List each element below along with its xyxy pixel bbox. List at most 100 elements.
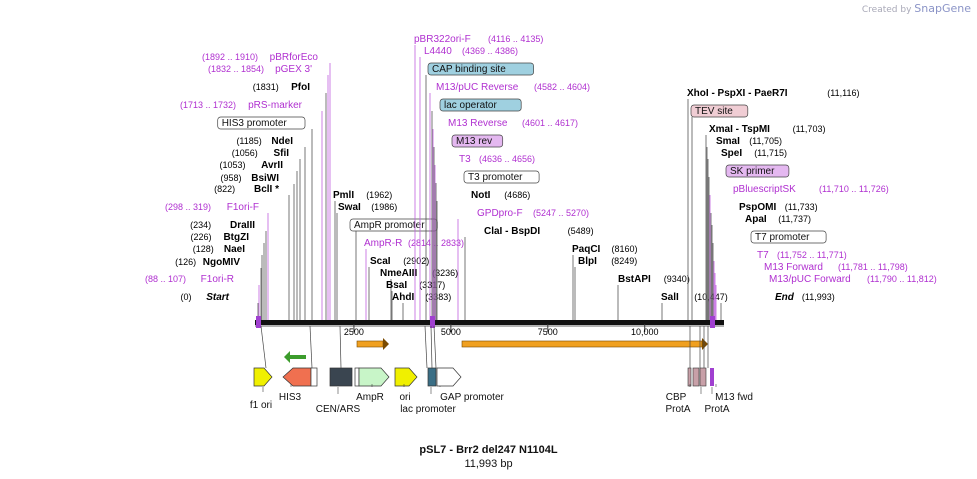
prota-glyph-2 [699, 367, 707, 387]
label-range: (1986) [371, 202, 397, 212]
label-range: (8249) [611, 256, 637, 266]
feature-box [463, 170, 540, 184]
label-range: (11,705) [749, 136, 782, 146]
label-name: BtgZI [223, 232, 249, 243]
mcs-primer-mark [710, 316, 715, 328]
feature-label-ori: ori [399, 392, 410, 403]
label-name: PfoI [291, 82, 310, 93]
map-label-f1ori-r: F1ori-R (88 .. 107) [145, 274, 260, 320]
feature-leader [433, 325, 437, 369]
map-label-blpi: BlpI(8249) [574, 256, 637, 320]
feature-label-cbp: CBP [666, 392, 687, 403]
label-range: (5247 .. 5270) [533, 208, 589, 218]
label-name: PmlI [333, 190, 354, 201]
map-label-lac-operator: lac operator [431, 98, 522, 320]
label-name: ScaI [370, 256, 391, 267]
orf-arrow-gap [461, 340, 703, 348]
map-label-prs-marker: pRS-marker(1713 .. 1732) [180, 100, 323, 320]
map-label-m13-forward: M13 Forward(11,781 .. 11,798) [714, 262, 908, 320]
map-label-xmai-tspmi: XmaI - TspMI(11,703) [705, 124, 826, 320]
label-range: (128) [193, 244, 214, 254]
feature-label-cen-ars: CEN/ARS [316, 404, 361, 415]
tick-label: 10,000 [631, 327, 659, 337]
feature-leader [309, 325, 313, 369]
label-name: NdeI [271, 136, 293, 147]
map-label-swai: SwaI(1986) [336, 202, 397, 320]
map-label-sali: SalI(10,447) [661, 292, 728, 320]
label-range: (11,715) [754, 148, 787, 158]
m13-fwd-glyph [710, 368, 714, 386]
label-name: T7 [757, 250, 769, 261]
label-range: (1053) [219, 160, 245, 170]
lac-promoter-glyph [427, 367, 437, 387]
label-range: (11,790 .. 11,812) [867, 274, 937, 284]
feature-box-label: T3 promoter [468, 172, 523, 183]
label-range: (11,993) [802, 292, 835, 302]
label-range: (1185) [236, 136, 261, 146]
label-range: (4636 .. 4656) [479, 154, 535, 164]
feature-leader [424, 325, 428, 369]
feature-leader [339, 325, 342, 369]
label-range: (9340) [664, 274, 690, 284]
map-label-m13-reverse: M13 Reverse(4601 .. 4617) [432, 118, 578, 320]
map-label-sk-primer: SK primer [708, 164, 790, 320]
label-range: (2902) [403, 256, 429, 266]
map-label-ndei: NdeI (1185) [236, 136, 306, 320]
feature-label-his3: HIS3 [279, 392, 302, 403]
label-range: (822) [214, 184, 235, 194]
feature-box [690, 104, 749, 118]
label-range: (1056) [232, 148, 258, 158]
map-label-ngomiv: NgoMIV(126) [175, 257, 262, 320]
map-label-ampr-r: AmpR-R(2814 .. 2833) [364, 238, 464, 320]
label-range: (11,703) [793, 124, 826, 134]
sequence-length: 11,993 bp [464, 458, 513, 470]
label-range: (1962) [366, 190, 392, 200]
label-name: PspOMI [739, 202, 776, 213]
map-label-btgzi: BtgZI(226) [190, 232, 265, 320]
gap-promoter-glyph [436, 367, 462, 387]
label-name: F1ori-R [201, 274, 234, 285]
label-name: NmeAIII [380, 268, 417, 279]
tick-label: 7500 [538, 327, 558, 337]
cbp-glyph [687, 367, 692, 387]
label-range: (126) [175, 257, 196, 267]
label-name: T3 [459, 154, 471, 165]
map-label-t3-promoter: T3 promoter [435, 170, 540, 320]
label-name: M13/pUC Forward [769, 274, 851, 285]
orf-arrow-head [702, 338, 708, 350]
label-name: pBR322ori-F [414, 34, 471, 45]
label-name: NaeI [224, 244, 245, 255]
map-label-t7: T7(11,752 .. 11,771) [713, 250, 847, 320]
map-label-start: Start(0) [181, 292, 259, 320]
feature-box [439, 98, 522, 112]
label-range: (4686) [504, 190, 530, 200]
label-name: pBRforEco [270, 52, 319, 63]
feature-box [217, 116, 306, 130]
label-range: (11,781 .. 11,798) [838, 262, 908, 272]
feature-box [451, 134, 504, 148]
feature-label-gap-promoter: GAP promoter [440, 392, 504, 403]
map-label-tev-site: TEV site [690, 104, 749, 320]
snapgene-credit: Created by SnapGene [862, 2, 971, 15]
cen-ars-glyph [329, 367, 353, 387]
label-name: SalI [661, 292, 679, 303]
label-range: (1892 .. 1910) [202, 52, 258, 62]
label-name: SfiI [273, 148, 289, 159]
map-label-sfii: SfiI (1056) [232, 148, 301, 320]
map-label-l4440: L4440(4369 .. 4386) [419, 46, 518, 320]
label-name: AhdI [392, 292, 414, 303]
label-range: (11,737) [778, 214, 811, 224]
label-range: (3383) [425, 292, 451, 302]
orf-arrow-head [284, 351, 290, 363]
map-label-avrii: AvrII(1053) [219, 160, 298, 320]
map-label-cap-binding-site: CAP binding site [425, 62, 534, 320]
map-label-spei: SpeI(11,715) [707, 148, 787, 320]
label-range: (88 .. 107) [145, 274, 186, 284]
feature-box-label: T7 promoter [755, 232, 810, 243]
map-label-scai: ScaI (2902) [368, 256, 429, 320]
map-label-ampr-promoter: AmpR promoter [349, 218, 438, 320]
feature-box [725, 164, 790, 178]
map-label-xhoi-pspxi-paer7i: XhoI - PspXI - PaeR7I(11,116) [687, 88, 859, 320]
label-range: (958) [220, 173, 241, 183]
